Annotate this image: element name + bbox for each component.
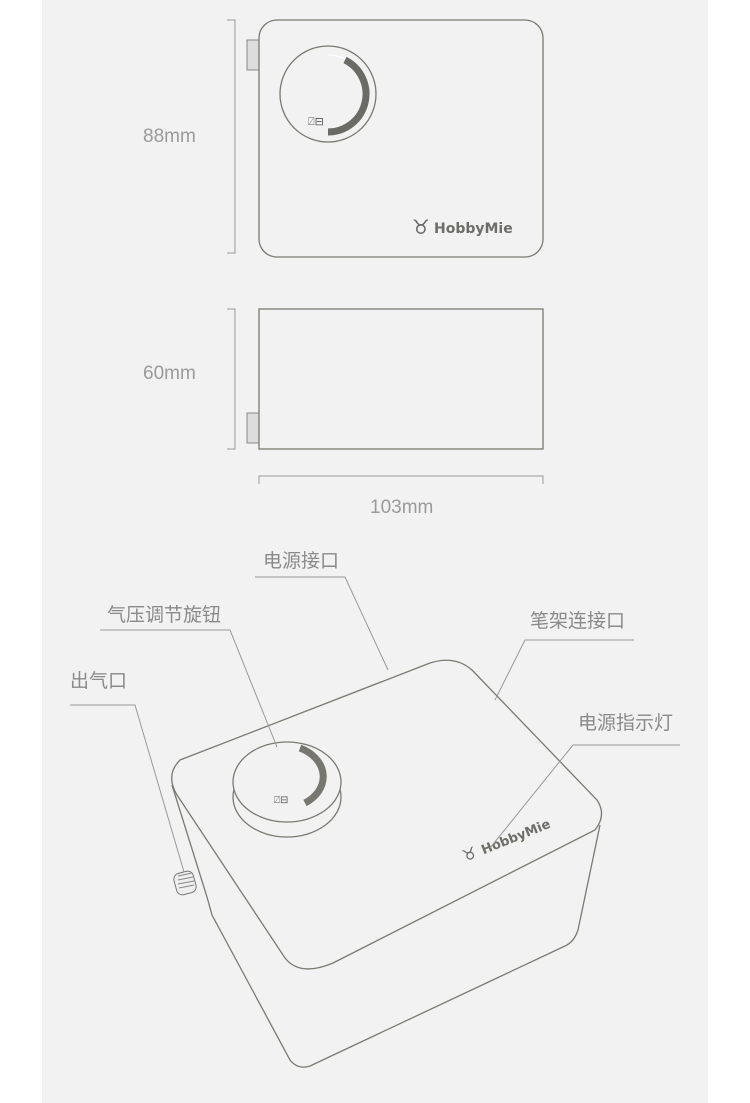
air-outlet-connector (246, 39, 260, 71)
label-pen-holder-port: 笔架连接口 (530, 610, 625, 632)
logo-mascot-icon: ♉ (412, 215, 430, 239)
air-outlet-connector-side (246, 412, 260, 444)
iso-knob-top (232, 741, 342, 823)
label-air-outlet: 出气口 (70, 670, 127, 692)
device-top-face (171, 659, 603, 970)
leader-pen-holder-port (494, 639, 634, 701)
label-power-indicator: 电源指示灯 (578, 712, 673, 734)
leader-power-port (255, 576, 389, 671)
knob-icon: ⍁⊟ (308, 115, 324, 128)
leader-pressure-knob (100, 629, 278, 748)
knob-pressure-arc (327, 56, 370, 136)
top-view: 88mm ⍁⊟ ♉ HobbyMie (143, 19, 544, 258)
iso-air-outlet-knob (173, 870, 197, 896)
iso-knob-arc (298, 744, 327, 807)
depth-dimension: 60mm (143, 363, 196, 384)
width-dimension: 103mm (370, 497, 433, 518)
knob-outline (279, 45, 377, 143)
width-dimension-bracket (258, 475, 544, 484)
label-power-port: 电源接口 (263, 550, 339, 572)
leader-air-outlet (70, 704, 185, 873)
iso-brand-text: HobbyMie (479, 817, 553, 858)
device-body-outline (171, 784, 601, 1068)
brand-logo: HobbyMie (434, 221, 513, 237)
iso-logo-mascot-icon: ♉ (459, 843, 479, 866)
height-dimension-bracket (227, 19, 236, 254)
depth-dimension-bracket (227, 308, 236, 450)
iso-knob-icon: ⍁⊟ (274, 795, 288, 806)
leader-power-indicator (489, 744, 680, 849)
height-dimension: 88mm (143, 126, 196, 147)
side-view: 60mm 103mm (143, 308, 544, 518)
diagram-background (42, 0, 708, 1103)
device-top-outline (258, 19, 544, 258)
callouts: 电源接口 气压调节旋钮 出气口 笔架连接口 电源指示灯 (70, 550, 680, 873)
label-pressure-knob: 气压调节旋钮 (107, 604, 221, 626)
device-side-outline (258, 308, 544, 450)
iso-view: ⍁⊟ ♉ HobbyMie (171, 659, 603, 1068)
